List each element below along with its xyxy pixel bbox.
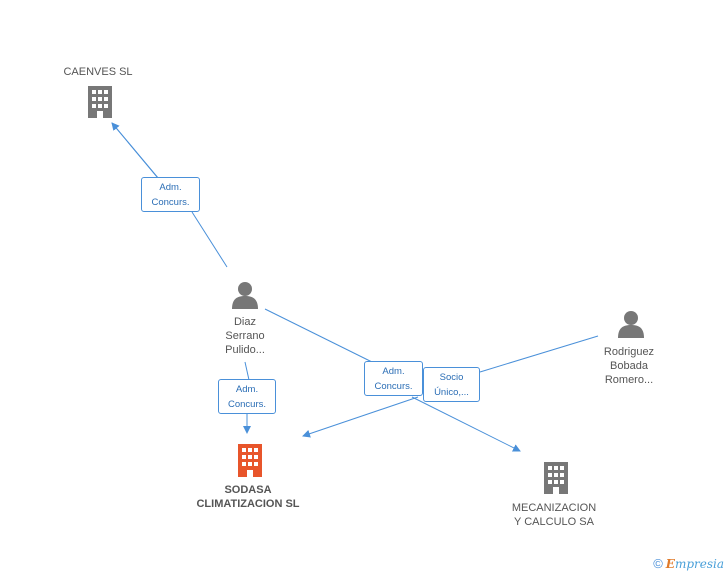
edge-rodriguez-sodasa [479, 335, 599, 373]
edge-diaz-mecanizacion-arrow [411, 396, 521, 452]
edge-label-line: Socio [439, 372, 464, 383]
building-icon[interactable] [540, 460, 572, 496]
label-line: Serrano [225, 330, 265, 342]
edge-label-line: Concurs. [151, 197, 190, 208]
edge-label-adm-concurs[interactable]: Adm. Concurs. [218, 379, 276, 414]
edge-label-line: Adm. [235, 384, 259, 395]
edge-label-line: Adm. [159, 182, 182, 193]
building-icon[interactable] [84, 84, 116, 120]
label-line: Rodriguez [603, 346, 655, 358]
node-label-sodasa[interactable]: SODASA CLIMATIZACION SL [178, 483, 318, 511]
edge-label-socio-unico[interactable]: Socio Único,... [423, 367, 480, 402]
label-line: MECANIZACION [511, 502, 597, 514]
brand-logo: Empresia [665, 557, 724, 571]
node-label-caenves[interactable]: CAENVES SL [48, 65, 148, 79]
label-line: Y CALCULO SA [514, 516, 594, 528]
edge-label-line: Concurs. [227, 399, 266, 410]
edge-rodriguez-sodasa-arrow [302, 396, 419, 438]
edge-diaz-caenves-arrow [111, 122, 159, 179]
edge-diaz-sodasa [244, 361, 250, 381]
node-label-mecanizacion[interactable]: MECANIZACION Y CALCULO SA [499, 501, 609, 529]
edge-label-line: Único,... [434, 387, 469, 398]
label-line: CAENVES SL [63, 66, 133, 78]
label-line: Romero... [604, 374, 654, 386]
edge-label-adm-concurs[interactable]: Adm. Concurs. [141, 177, 200, 212]
edge-label-adm-concurs[interactable]: Adm. Concurs. [364, 361, 423, 396]
label-line: Pulido... [225, 344, 265, 356]
person-icon[interactable] [616, 310, 646, 338]
footer-brand: ©Empresia [653, 556, 724, 571]
label-line: Diaz [233, 316, 256, 328]
label-line: Bobada [610, 360, 648, 372]
label-line: SODASA [224, 484, 272, 496]
person-icon[interactable] [230, 281, 260, 309]
label-line: CLIMATIZACION SL [196, 498, 300, 510]
building-icon-main[interactable] [234, 442, 266, 479]
node-label-diaz[interactable]: Diaz Serrano Pulido... [205, 315, 285, 357]
edge-label-line: Adm. [382, 366, 405, 377]
edge-label-line: Concurs. [374, 381, 413, 392]
copyright-symbol: © [653, 556, 663, 571]
node-label-rodriguez[interactable]: Rodriguez Bobada Romero... [589, 345, 669, 387]
edge-diaz-mecanizacion [264, 308, 373, 363]
